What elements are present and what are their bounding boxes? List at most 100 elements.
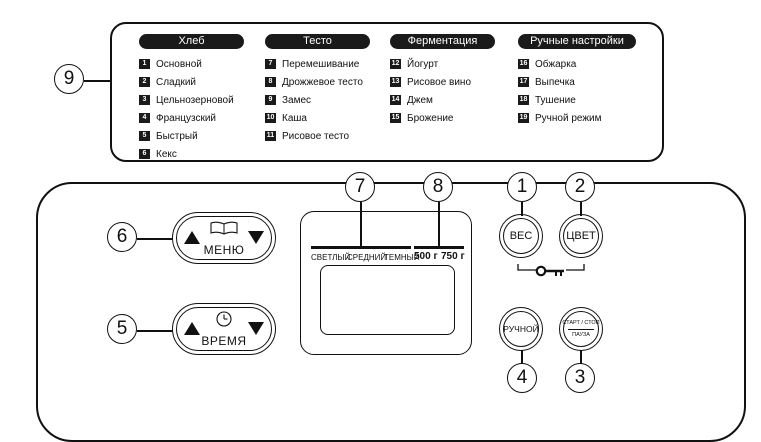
color-button-label: ЦВЕТ: [566, 230, 596, 242]
program-item: 16 Обжарка: [518, 55, 636, 73]
menu-rocker-button[interactable]: МЕНЮ: [172, 212, 276, 264]
callout-3: 3: [565, 363, 595, 393]
start-stop-pause-button[interactable]: СТАРТ / СТОП ПАУЗА: [559, 307, 603, 351]
rocker-inner-ring: [176, 307, 272, 351]
time-button-label: ВРЕМЯ: [201, 334, 247, 348]
program-label: Кекс: [156, 148, 177, 160]
program-label: Замес: [282, 94, 312, 106]
manual-button[interactable]: РУЧНОЙ: [499, 307, 543, 351]
program-number: 3: [139, 95, 150, 105]
program-label: Французский: [156, 112, 216, 124]
program-number: 4: [139, 113, 150, 123]
program-label: Брожение: [407, 112, 454, 124]
callout-1: 1: [507, 172, 537, 202]
callout-leader-2: [580, 202, 582, 216]
program-number: 5: [139, 131, 150, 141]
start-stop-label: СТАРТ / СТОП: [562, 320, 600, 326]
callout-leader-1: [521, 202, 523, 216]
program-item: 12 Йогурт: [390, 55, 495, 73]
program-label: Перемешивание: [282, 58, 360, 70]
callout-2: 2: [565, 172, 595, 202]
button-ring: [503, 311, 539, 347]
program-item: 1 Основной: [139, 55, 244, 73]
program-number: 15: [390, 113, 401, 123]
pause-label: ПАУЗА: [572, 332, 590, 338]
shade-medium-label: СРЕДНИЙ: [347, 253, 387, 262]
program-number: 10: [265, 113, 276, 123]
program-item: 13 Рисовое вино: [390, 73, 495, 91]
manual-button-label: РУЧНОЙ: [503, 324, 539, 334]
callout-leader-4: [521, 350, 523, 364]
program-label: Йогурт: [407, 58, 439, 70]
program-label: Дрожжевое тесто: [282, 76, 363, 88]
clock-icon: [216, 311, 232, 327]
key-lock-bracket: [517, 264, 585, 271]
program-number: 19: [518, 113, 529, 123]
menu-down-arrow-icon[interactable]: [248, 231, 264, 244]
shade-indicator-bar: [311, 246, 411, 249]
callout-leader-5: [137, 330, 173, 332]
program-item: 15 Брожение: [390, 109, 495, 127]
callout-leader-3: [580, 350, 582, 364]
time-up-arrow-icon[interactable]: [184, 322, 200, 335]
program-number: 14: [390, 95, 401, 105]
callout-8: 8: [423, 172, 453, 202]
weight-500-label: 500 г: [414, 251, 438, 262]
menu-up-arrow-icon[interactable]: [184, 231, 200, 244]
callout-7: 7: [345, 172, 375, 202]
program-number: 12: [390, 59, 401, 69]
category-header-dough: Тесто: [265, 34, 370, 49]
time-down-arrow-icon[interactable]: [248, 322, 264, 335]
weight-750-label: 750 г: [441, 251, 465, 262]
time-rocker-button[interactable]: ВРЕМЯ: [172, 303, 276, 355]
program-number: 18: [518, 95, 529, 105]
program-number: 6: [139, 149, 150, 159]
program-label: Рисовое вино: [407, 76, 472, 88]
button-ring: [503, 218, 539, 254]
program-item: 4 Французский: [139, 109, 244, 127]
menu-column-manual: Ручные настройки 16 Обжарка 17 Выпечка 18 Т…: [518, 31, 636, 127]
program-number: 9: [265, 95, 276, 105]
program-number: 16: [518, 59, 529, 69]
lcd-screen: [320, 265, 455, 335]
button-ring: [563, 311, 599, 347]
program-number: 13: [390, 77, 401, 87]
program-label: Обжарка: [535, 58, 577, 70]
lcd-display: СВЕТЛЫЙ СРЕДНИЙ ТЕМНЫЙ 500 г 750 г: [300, 211, 472, 355]
program-item: 17 Выпечка: [518, 73, 636, 91]
callout-9: 9: [54, 64, 84, 94]
program-number: 17: [518, 77, 529, 87]
button-ring: [563, 218, 599, 254]
program-number: 1: [139, 59, 150, 69]
key-icon: [535, 265, 564, 277]
category-header-manual: Ручные настройки: [518, 34, 636, 49]
program-label: Выпечка: [535, 76, 575, 88]
program-label: Ручной режим: [535, 112, 602, 124]
program-label: Рисовое тесто: [282, 130, 350, 142]
category-header-bread: Хлеб: [139, 34, 244, 49]
program-label: Тушение: [535, 94, 576, 106]
menu-button-label: МЕНЮ: [203, 243, 245, 257]
color-button[interactable]: ЦВЕТ: [559, 214, 603, 258]
program-number: 2: [139, 77, 150, 87]
shade-light-label: СВЕТЛЫЙ: [311, 253, 351, 262]
program-item: 9 Замес: [265, 91, 370, 109]
rocker-inner-ring: [176, 216, 272, 260]
open-book-icon: [210, 221, 238, 235]
program-item: 18 Тушение: [518, 91, 636, 109]
callout-leader-6: [137, 238, 173, 240]
start-stop-divider: [568, 329, 594, 330]
weight-button[interactable]: ВЕС: [499, 214, 543, 258]
program-label: Основной: [156, 58, 202, 70]
